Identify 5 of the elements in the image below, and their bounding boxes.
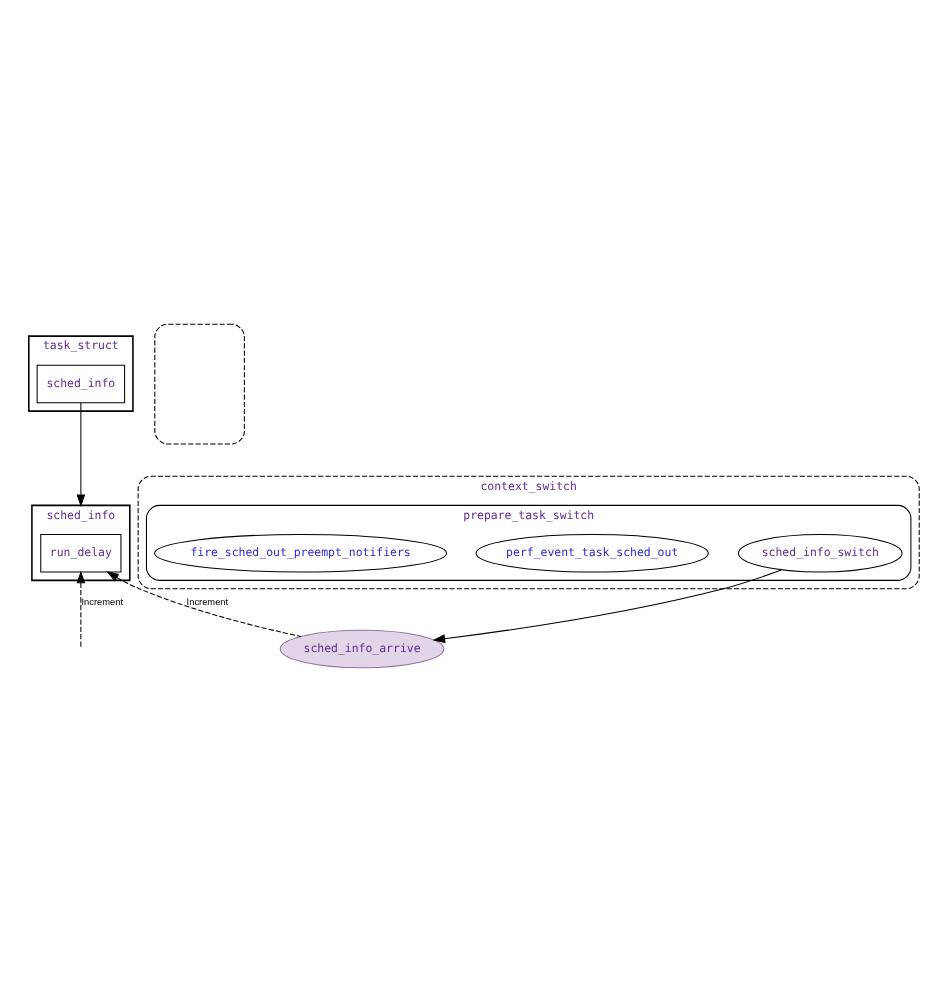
arrow bbox=[76, 570, 86, 648]
arrow bbox=[432, 569, 782, 644]
arrow bbox=[106, 571, 302, 637]
arrow bbox=[76, 402, 86, 507]
node-box bbox=[154, 323, 245, 445]
